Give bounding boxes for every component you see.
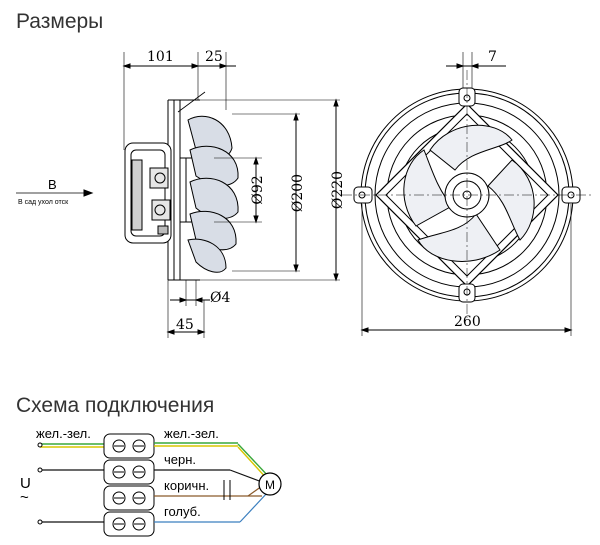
airflow-caption: В сад ухол отск [18, 199, 69, 206]
dim-label-d220: Ø220 [330, 171, 346, 209]
dim-label-d92: Ø92 [250, 175, 266, 204]
dim-label-101: 101 [147, 49, 174, 65]
motor-symbol [258, 472, 282, 496]
wire-label-brown: коричн. [164, 478, 209, 493]
wire-label-black: черн. [164, 452, 196, 467]
wire-label-ground: жел.-зел. [164, 426, 219, 441]
side-view [16, 52, 340, 338]
left-ground-label: жел.-зел. [36, 426, 91, 441]
dimensions-heading: Размеры [16, 10, 104, 33]
dim-label-45: 45 [176, 317, 194, 333]
airflow-label: B [48, 177, 57, 192]
side-view-labels: 101 25 Ø92 Ø200 Ø220 Ø4 45 B В сад ухол … [18, 49, 346, 333]
front-view [342, 52, 592, 336]
dim-label-260: 260 [454, 314, 481, 330]
motor-label: M [265, 478, 275, 492]
dim-label-d4: Ø4 [210, 290, 230, 306]
dim-label-d200: Ø200 [290, 174, 306, 212]
supply-voltage-label: U [20, 475, 31, 492]
supply-ac-symbol: ~ [20, 489, 29, 506]
terminal-block [103, 433, 155, 537]
dim-label-7: 7 [488, 49, 497, 65]
front-view-labels: 7 260 [454, 49, 497, 330]
wiring-heading: Схема подключения [16, 394, 215, 417]
wiring-labels: жел.-зел. жел.-зел. черн. коричн. голуб.… [20, 426, 275, 519]
wiring-diagram [37, 433, 282, 537]
dim-label-25: 25 [205, 49, 223, 65]
wire-label-blue: голуб. [164, 504, 201, 519]
